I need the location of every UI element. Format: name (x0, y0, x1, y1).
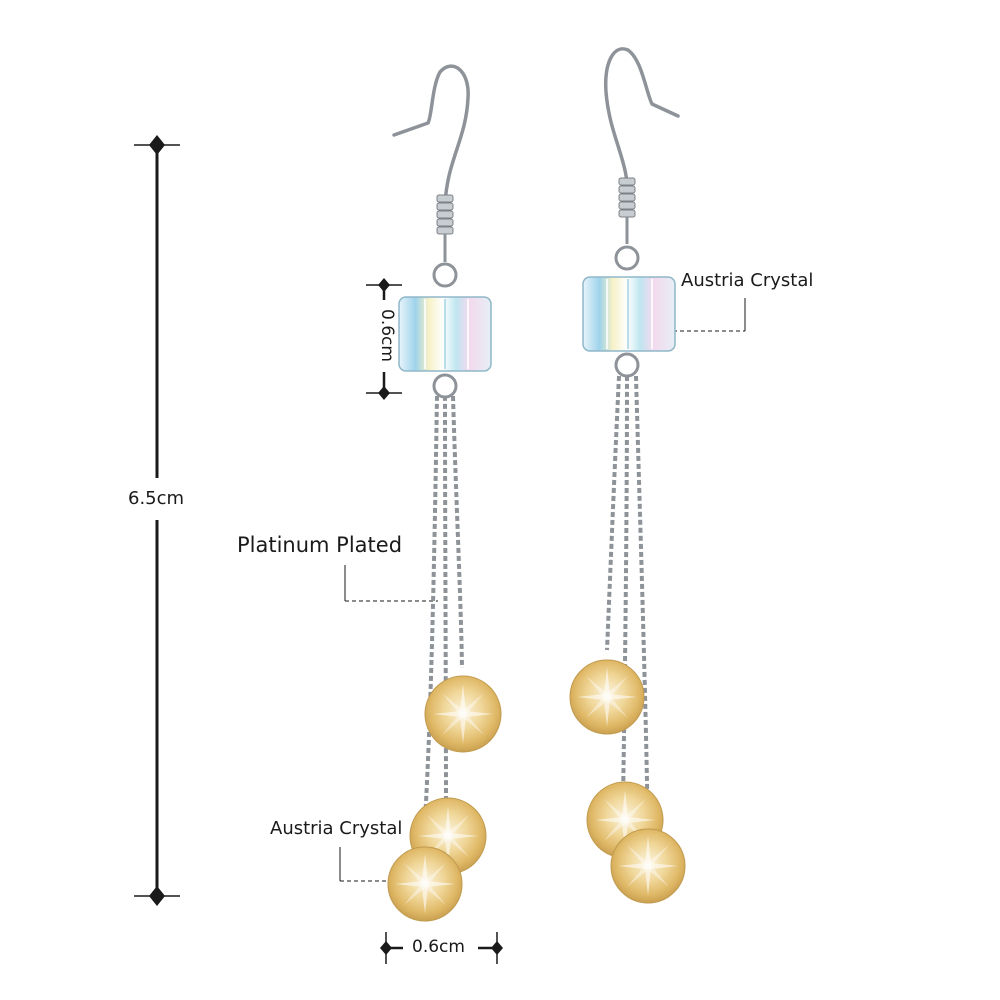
drop-callout-leader (339, 847, 430, 882)
chain-callout-label: Platinum Plated (237, 533, 403, 557)
right-earring (569, 47, 686, 904)
cube-height-dimension (366, 278, 402, 400)
drop-callout-label: Austria Crystal (270, 818, 403, 839)
left-coil (436, 194, 454, 235)
right-chains (605, 375, 650, 841)
right-coil (618, 177, 636, 218)
cube-callout-label: Austria Crystal (681, 270, 814, 291)
left-ear-hook (392, 64, 470, 207)
drop-width-dimension (380, 932, 503, 964)
drop-width-label: 0.6cm (412, 937, 465, 957)
left-earring (387, 64, 502, 922)
total-length-label: 6.5cm (128, 488, 185, 509)
chain-callout-leader (344, 565, 438, 602)
cube-height-label: 0.6cm (376, 309, 397, 362)
right-cube-crystal (582, 276, 676, 352)
right-ear-hook (604, 47, 680, 207)
total-length-dimension (134, 135, 180, 906)
left-chains (423, 395, 464, 821)
